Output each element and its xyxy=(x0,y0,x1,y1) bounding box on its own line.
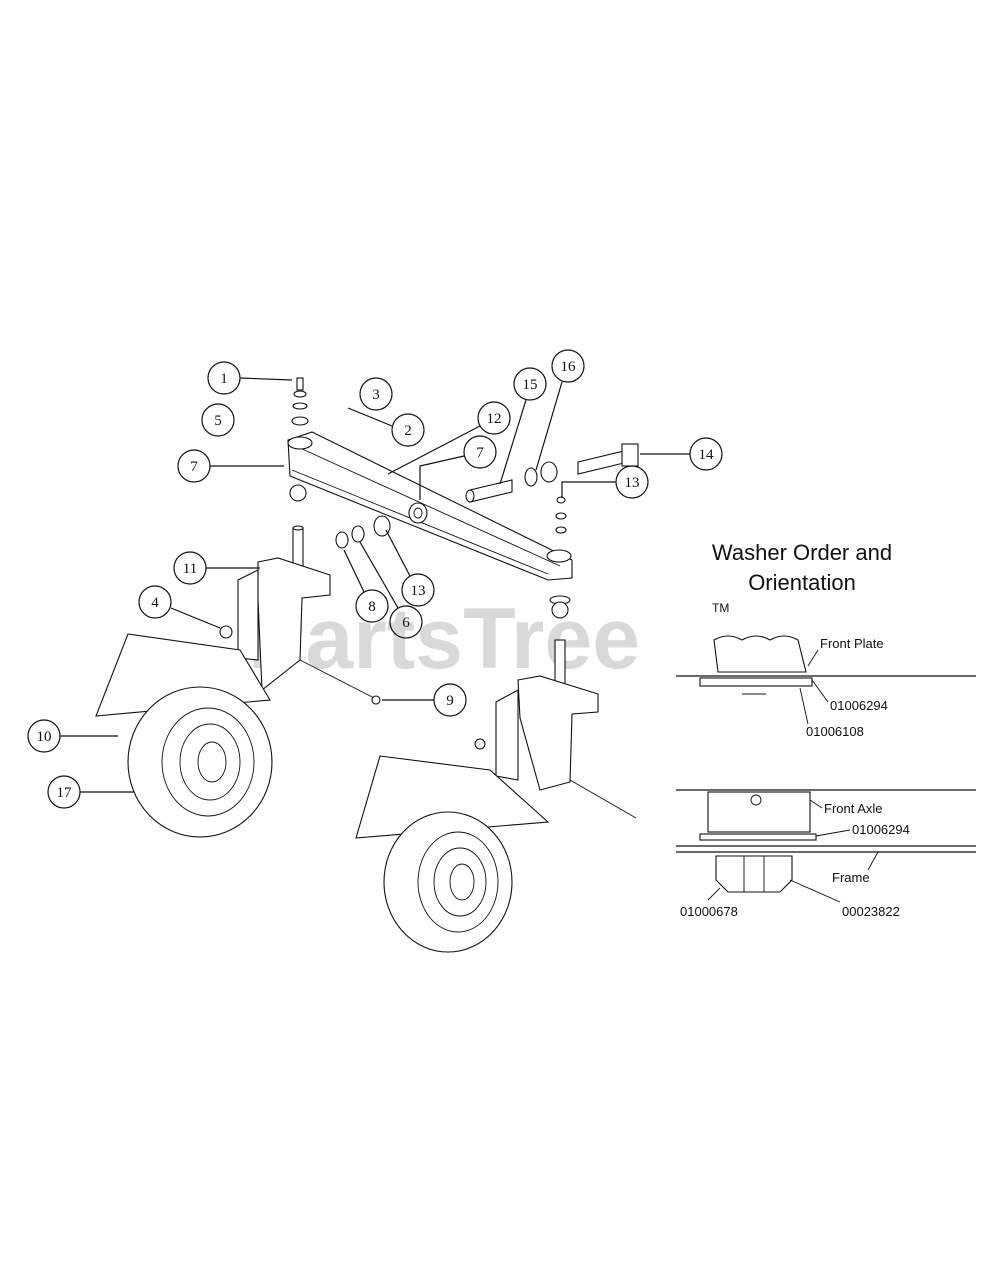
callout-11: 11 xyxy=(173,551,260,585)
callout-14: 14 xyxy=(640,437,723,471)
label-front-plate: Front Plate xyxy=(820,636,884,651)
callout-5-label: 5 xyxy=(214,413,222,429)
callout-5: 5 xyxy=(201,403,235,437)
callout-9-label: 9 xyxy=(446,693,454,709)
callout-16-label: 16 xyxy=(561,359,577,375)
washer-order-inset: Washer Order and Orientation Front Plate… xyxy=(676,540,976,919)
callout-13-right-label: 13 xyxy=(625,475,640,491)
inset-title-line1: Washer Order and xyxy=(712,540,892,565)
callout-4-label: 4 xyxy=(151,595,159,611)
front-plate-detail: Front Plate 01006294 01006108 xyxy=(676,635,976,739)
callout-13-left: 13 xyxy=(385,529,435,607)
callout-7-right-label: 7 xyxy=(476,445,484,461)
callout-4: 4 xyxy=(138,585,221,629)
right-caster-fork xyxy=(474,675,637,819)
callout-13-right: 13 xyxy=(561,465,649,499)
label-01006294-top: 01006294 xyxy=(830,698,888,713)
label-frame: Frame xyxy=(832,870,870,885)
left-wheel-assembly xyxy=(95,633,273,838)
callout-7-left-label: 7 xyxy=(190,459,198,475)
label-01006294-bottom: 01006294 xyxy=(852,822,910,837)
callout-16: 16 xyxy=(535,349,585,471)
label-01006108: 01006108 xyxy=(806,724,864,739)
callout-6-label: 6 xyxy=(402,615,410,631)
inset-title-line2: Orientation xyxy=(748,570,856,595)
callout-15-label: 15 xyxy=(523,377,538,393)
callout-15: 15 xyxy=(499,367,547,485)
callout-3: 3 xyxy=(359,377,393,411)
callout-8: 8 xyxy=(343,549,389,623)
callout-12-label: 12 xyxy=(487,411,502,427)
label-front-axle: Front Axle xyxy=(824,801,883,816)
callout-17: 17 xyxy=(47,775,134,809)
callout-9: 9 xyxy=(382,683,467,717)
watermark-trademark: TM xyxy=(712,601,729,615)
callout-10: 10 xyxy=(27,719,118,753)
callout-7-right: 7 xyxy=(419,435,497,500)
callout-10-label: 10 xyxy=(37,729,52,745)
callout-3-label: 3 xyxy=(372,387,380,403)
callout-17-label: 17 xyxy=(57,785,73,801)
watermark-text: PartsTree xyxy=(248,591,640,687)
front-axle-detail: Front Axle 01006294 Frame 01000678 00023… xyxy=(676,789,976,919)
callout-1-label: 1 xyxy=(220,371,228,387)
callout-14-label: 14 xyxy=(699,447,715,463)
label-00023822: 00023822 xyxy=(842,904,900,919)
right-wheel-assembly xyxy=(355,755,550,953)
pivot-hardware xyxy=(335,443,639,689)
callout-13-left-label: 13 xyxy=(411,583,426,599)
front-axle-beam xyxy=(287,431,573,581)
callout-2-label: 2 xyxy=(404,423,412,439)
callout-6: 6 xyxy=(359,541,423,639)
callout-11-label: 11 xyxy=(183,561,197,577)
callout-7-left: 7 xyxy=(177,449,284,483)
callout-12: 12 xyxy=(387,401,511,475)
callout-8-label: 8 xyxy=(368,599,376,615)
left-caster-fork xyxy=(219,557,381,705)
left-spindle-hardware xyxy=(289,377,309,571)
label-01000678: 01000678 xyxy=(680,904,738,919)
callout-2: 2 xyxy=(347,407,425,447)
callout-1: 1 xyxy=(207,361,293,395)
